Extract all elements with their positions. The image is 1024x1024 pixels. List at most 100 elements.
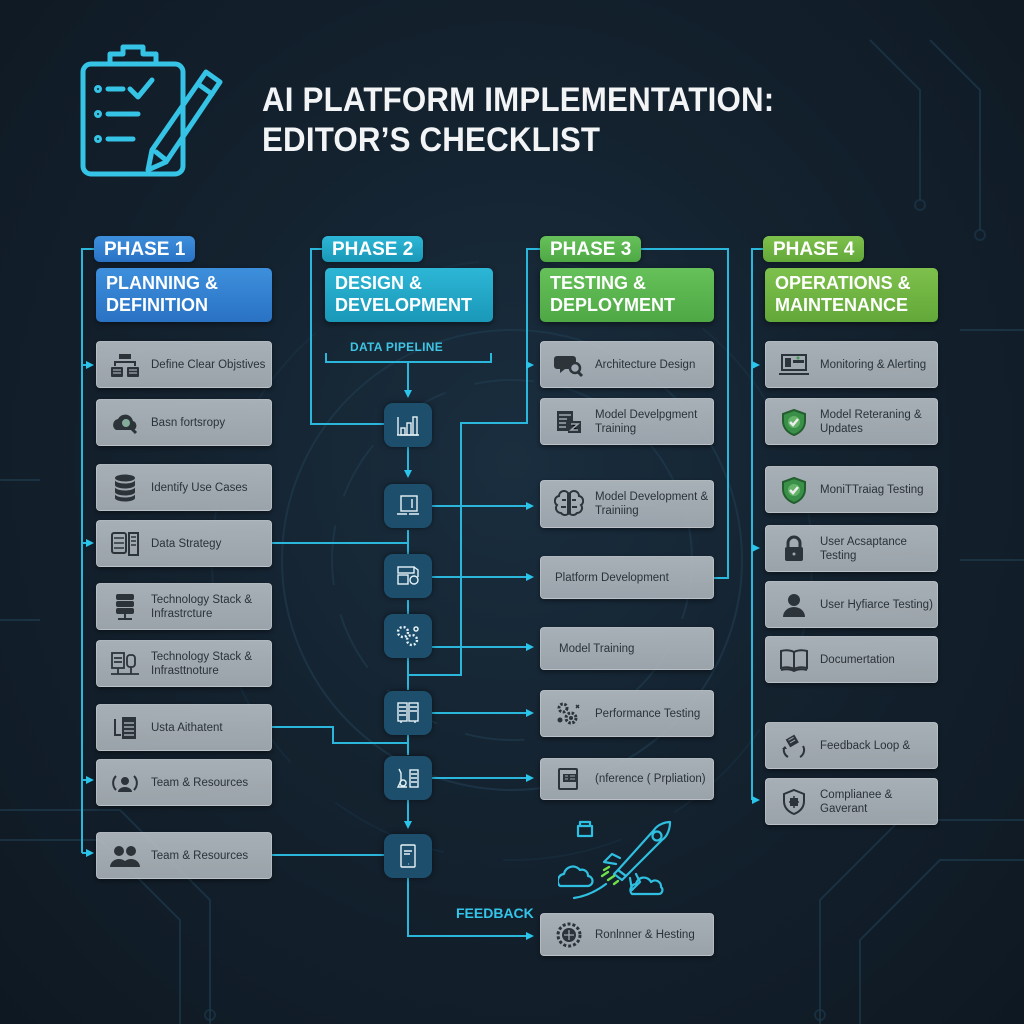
checklist-item-model-development-and-training[interactable]: Model Development & Trainiing (540, 480, 714, 528)
database-icon (109, 474, 141, 502)
shield-emblem-icon (778, 788, 810, 816)
item-label: Team & Resources (151, 776, 249, 789)
pipeline-node-monitor[interactable] (384, 484, 432, 528)
pipeline-node-servers[interactable] (384, 691, 432, 735)
phase-3-tag: PHASE 3 (540, 236, 642, 262)
shield-check-icon (778, 476, 810, 504)
padlock-icon (778, 535, 810, 563)
checklist-item-runner-testing[interactable]: Ronlnner & Hesting (540, 913, 714, 956)
item-label: Monitoring & Alerting (820, 358, 927, 371)
item-label: Platform Development (555, 571, 669, 584)
phase-2-tag: PHASE 2 (322, 236, 424, 262)
checklist-item-team-resources-1[interactable]: Team & Resources (96, 759, 272, 806)
bar-chart-icon (397, 416, 419, 436)
checklist-item-architecture-design[interactable]: Architecture Design (540, 341, 714, 388)
pipeline-node-robot[interactable] (384, 756, 432, 800)
server-network-icon (109, 650, 141, 678)
item-label: Basn fortsropy (151, 416, 226, 429)
item-label: User Acsaptance Testing (820, 535, 907, 562)
shield-check-icon (778, 408, 810, 436)
pipeline-node-tablet[interactable] (384, 834, 432, 878)
checklist-item-user-interface-testing[interactable]: User Hyfiarce Testing) (765, 581, 938, 628)
phase-4-tag: PHASE 4 (763, 236, 865, 262)
item-label: Team & Resources (151, 849, 249, 862)
phase-4-heading: OPERATIONS & MAINTENANCE (765, 268, 938, 322)
team-cycle-icon (109, 769, 141, 797)
item-label: Define Clear Objstives (151, 358, 266, 371)
checklist-item-performance-testing[interactable]: Performance Testing (540, 690, 714, 737)
item-label: Feedback Loop & (820, 739, 911, 752)
pipeline-node-dashboard[interactable] (384, 554, 432, 598)
checklist-item-platform-development[interactable]: Platform Development (540, 556, 714, 599)
item-label: Ronlnner & Hesting (595, 928, 695, 941)
checklist-item-compliance-governance[interactable]: Complianee & Gaverant (765, 778, 938, 825)
checklist-item-model-development-training[interactable]: Model Develpgment Training (540, 398, 714, 445)
robot-server-icon (396, 768, 419, 788)
checklist-item-model-retraining[interactable]: Model Reteraning & Updates (765, 398, 938, 445)
item-label: Performance Testing (595, 707, 701, 720)
document-list-icon (109, 714, 141, 742)
pipeline-node-gears[interactable] (384, 614, 432, 658)
open-book-icon (778, 646, 810, 674)
phase1-spine (81, 248, 94, 853)
rocket-clouds-icon (558, 820, 672, 900)
clipboard-checklist-pencil-icon (80, 44, 223, 177)
gears-icon (553, 700, 585, 728)
checklist-item-feedback-loop[interactable]: Feedback Loop & (765, 722, 938, 769)
item-label: Architecture Design (595, 358, 696, 371)
checklist-item-team-resources-2[interactable]: Team & Resources (96, 832, 272, 879)
item-label: Data Strategy (151, 537, 222, 550)
item-label: Identify Use Cases (151, 481, 248, 494)
checklist-item-monitoring-testing[interactable]: MoniTTraiag Testing (765, 466, 938, 513)
gears-icon (396, 625, 419, 647)
user-icon (778, 591, 810, 619)
server-rack-icon (109, 530, 141, 558)
server-racks-icon (397, 702, 419, 723)
dashboard-camera-icon (397, 566, 419, 585)
phase-2-heading: DESIGN & DEVELOPMENT (325, 268, 493, 322)
inference-screen-icon (553, 765, 585, 793)
phase-3-heading: TESTING & DEPLOYMENT (540, 268, 714, 322)
tablet-icon (400, 844, 416, 868)
checklist-item-monitoring-alerting[interactable]: Monitoring & Alerting (765, 341, 938, 388)
chat-search-icon (553, 351, 585, 379)
checklist-item-user-acceptance-testing[interactable]: User Acsaptance Testing (765, 525, 938, 572)
item-label: Model Development & Trainiing (595, 491, 709, 517)
item-label: Model Develpgment Training (595, 408, 698, 435)
checklist-item-technology-stack-2[interactable]: Technology Stack & Infrasttnoture (96, 640, 272, 687)
globe-gear-icon (553, 921, 585, 949)
phase-1-tag: PHASE 1 (94, 236, 196, 262)
laptop-dashboard-icon (778, 351, 810, 379)
cloud-search-icon (109, 409, 141, 437)
item-label: User Hyfiarce Testing) (820, 598, 933, 611)
feedback-label: FEEDBACK (456, 905, 534, 921)
org-structure-icon (109, 351, 141, 379)
checklist-item-data-strategy[interactable]: Data Strategy (96, 520, 272, 567)
checklist-item-technology-stack-1[interactable]: Technology Stack & Infrastrcture (96, 583, 272, 630)
page-title: AI PLATFORM IMPLEMENTATION: EDITOR’S CHE… (262, 81, 775, 159)
monitor-code-icon (397, 495, 419, 515)
item-label: Usta Aithatent (151, 721, 223, 734)
item-label: Complianee & Gaverant (820, 788, 893, 815)
document-edit-icon (553, 408, 585, 436)
item-label: Model Training (559, 642, 635, 655)
checklist-item-usta-aithatent[interactable]: Usta Aithatent (96, 704, 272, 751)
checklist-item-documentation[interactable]: Documertation (765, 636, 938, 683)
brain-icon (553, 490, 585, 518)
checklist-item-inference[interactable]: (nference ( Prpliation) (540, 758, 714, 800)
data-pipeline-label: DATA PIPELINE (350, 340, 444, 354)
checklist-item-define-objectives[interactable]: Define Clear Objstives (96, 341, 272, 388)
item-label: Model Reteraning & Updates (820, 408, 922, 435)
item-label: (nference ( Prpliation) (595, 773, 706, 785)
item-label: Technology Stack & Infrasttnoture (151, 650, 253, 677)
gavel-cycle-icon (778, 732, 810, 760)
server-stack-icon (109, 593, 141, 621)
phase-1-heading: PLANNING & DEFINITION (96, 268, 272, 322)
checklist-item-basn-fortsropy[interactable]: Basn fortsropy (96, 399, 272, 446)
checklist-item-model-training[interactable]: Model Training (540, 627, 714, 670)
checklist-item-identify-use-cases[interactable]: Identify Use Cases (96, 464, 272, 511)
item-label: Documertation (820, 653, 895, 666)
item-label: MoniTTraiag Testing (820, 483, 924, 496)
pipeline-node-analytics[interactable] (384, 403, 432, 447)
people-icon (109, 842, 141, 870)
